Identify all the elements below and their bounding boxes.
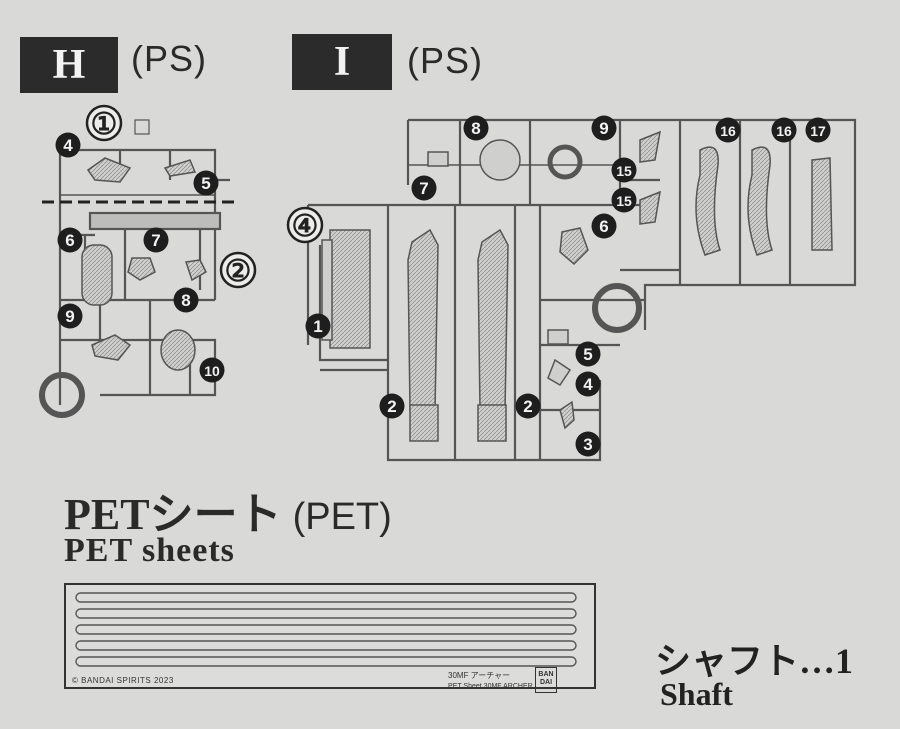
runner-h-ring bbox=[39, 372, 85, 418]
runner-i-part-9-badge bbox=[305, 313, 331, 339]
runner-h-part-1-badge bbox=[193, 170, 219, 196]
runner-i-part-10-number: 5 bbox=[583, 345, 592, 364]
shaft-subtitle: Shaft bbox=[660, 676, 733, 712]
section-i-label: I bbox=[292, 34, 392, 90]
runner-i-part-14-number: 3 bbox=[583, 435, 592, 454]
runner-i-part-2-badge bbox=[715, 117, 741, 143]
runner-i-part-13-badge bbox=[515, 393, 541, 419]
runner-i-part-8-number: 6 bbox=[599, 217, 608, 236]
runner-i-part-2-number: 16 bbox=[720, 123, 736, 139]
pet-copyright: © BANDAI SPIRITS 2023 bbox=[72, 676, 174, 685]
runner-h-callout-1-ring bbox=[219, 251, 257, 289]
runner-h-part-3-number: 7 bbox=[151, 231, 160, 250]
runner-i-part-3-number: 16 bbox=[776, 123, 792, 139]
runner-i-part-1-number: 9 bbox=[599, 119, 608, 138]
runner-i-part-9-number: 1 bbox=[313, 317, 322, 336]
runner-i-part-12-badge bbox=[379, 393, 405, 419]
runner-h-part-4-badge bbox=[173, 287, 199, 313]
bandai-logo: BANDAI bbox=[535, 667, 557, 693]
runner-i-part-1-badge bbox=[591, 115, 617, 141]
runner-i-part-0-number: 8 bbox=[471, 119, 480, 138]
runner-h-part-3-badge bbox=[143, 227, 169, 253]
runner-i-part-7-number: 7 bbox=[419, 179, 428, 198]
runner-h-part-6-badge bbox=[199, 357, 225, 383]
runner-h-part-2-badge bbox=[57, 227, 83, 253]
runner-h-callout-0-ring bbox=[85, 104, 123, 142]
runner-h-part-1-number: 5 bbox=[201, 174, 210, 193]
runner-i-part-11-badge bbox=[575, 371, 601, 397]
pet-strips bbox=[75, 592, 577, 667]
pet-sheet bbox=[64, 583, 596, 689]
runner-i-part-6-number: 15 bbox=[616, 193, 632, 209]
pet-code-line1: 30MF アーチャー bbox=[448, 671, 511, 680]
runner-i-part-10-badge bbox=[575, 341, 601, 367]
runner-h-part-5-badge bbox=[57, 303, 83, 329]
runner-i-parts bbox=[321, 130, 833, 442]
section-h-material: (PS) bbox=[131, 38, 207, 79]
section-h-label: H bbox=[20, 37, 118, 93]
runner-i-part-3-badge bbox=[771, 117, 797, 143]
pet-subtitle: PET sheets bbox=[64, 532, 235, 569]
runner-h-callout-1-label: ② bbox=[225, 255, 252, 288]
runner-i-part-6-badge bbox=[611, 187, 637, 213]
runner-i-part-13-number: 2 bbox=[523, 397, 532, 416]
runner-i-part-5-number: 15 bbox=[616, 163, 632, 179]
runner-i-callout-0-ring bbox=[286, 206, 324, 244]
runner-h-part-2-number: 6 bbox=[65, 231, 74, 250]
runner-i-part-0-badge bbox=[463, 115, 489, 141]
runner-h-part-0-badge bbox=[55, 132, 81, 158]
runner-i-part-7-badge bbox=[411, 175, 437, 201]
pet-code-line2: PET Sheet 30MF ARCHER bbox=[448, 683, 533, 690]
runner-h-part-6-number: 10 bbox=[204, 363, 220, 379]
runner-h-part-5-number: 9 bbox=[65, 307, 74, 326]
runner-i-part-4-badge bbox=[805, 117, 831, 143]
runner-i-part-5-badge bbox=[611, 157, 637, 183]
runner-h-parts bbox=[81, 157, 207, 371]
section-i-material: (PS) bbox=[407, 40, 483, 81]
runner-i-part-8-badge bbox=[591, 213, 617, 239]
runner-i-part-11-number: 4 bbox=[583, 375, 593, 394]
runner-i-part-4-number: 17 bbox=[810, 123, 826, 139]
runner-h-part-0-number: 4 bbox=[63, 136, 73, 155]
runner-i-part-12-number: 2 bbox=[387, 397, 396, 416]
runner-i-callout-0-label: ④ bbox=[292, 210, 319, 243]
runner-i-part-14-badge bbox=[575, 431, 601, 457]
shaft-title: シャフト…1 bbox=[655, 641, 854, 681]
runner-h-part-4-number: 8 bbox=[181, 291, 190, 310]
pet-title: PETシート (PET) bbox=[64, 490, 392, 539]
runner-h-callout-0-label: ① bbox=[91, 108, 118, 141]
